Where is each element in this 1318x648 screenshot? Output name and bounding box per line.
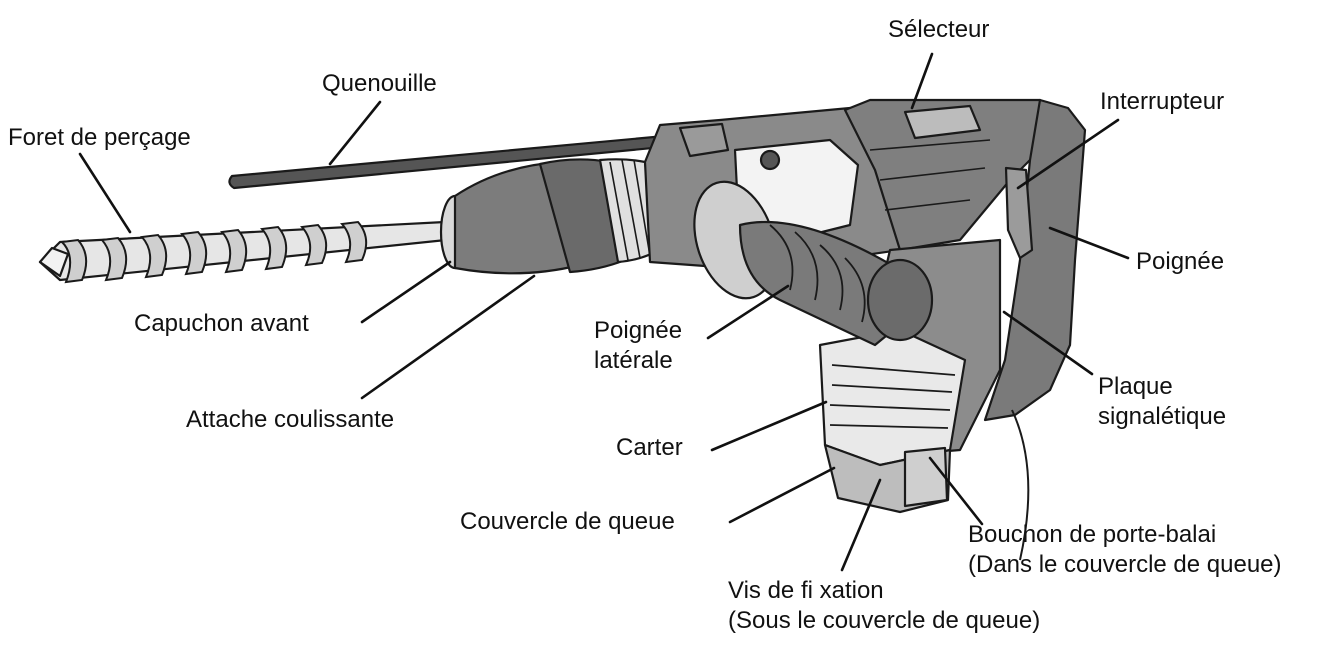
label-plaque-line2: signalétique [1098, 403, 1227, 430]
label-plaque-line1: Plaque [1098, 373, 1173, 400]
leader-bouchon [928, 456, 984, 526]
leader-lines [78, 52, 1130, 572]
label-carter: Carter [616, 434, 683, 461]
leader-attache [360, 274, 536, 400]
rear-handle [983, 98, 1087, 561]
label-foret: Foret de perçage [8, 124, 191, 151]
label-bouchon: Bouchon de porte-balai (Dans le couvercl… [968, 520, 1282, 580]
label-plaque: Plaque signalétique [1098, 372, 1226, 432]
label-vis-line1: Vis de fi xation [728, 577, 884, 604]
label-bouchon-line1: Bouchon de porte-balai [968, 521, 1217, 548]
label-poignee: Poignée [1136, 248, 1225, 275]
chuck [439, 158, 657, 275]
drill-bit [38, 220, 448, 284]
label-vis: Vis de fi xation (Sous le couvercle de q… [728, 576, 1040, 636]
leader-foret [78, 152, 132, 234]
leader-selecteur [910, 52, 934, 110]
leader-carter [710, 400, 828, 452]
label-poignee-laterale-line1: Poignée [594, 317, 683, 344]
label-interrupteur: Interrupteur [1100, 88, 1225, 115]
label-couvercle: Couvercle de queue [460, 508, 675, 535]
leader-poignee [1048, 226, 1130, 260]
label-vis-line2: (Sous le couvercle de queue) [728, 607, 1041, 634]
leader-couvercle [728, 466, 836, 524]
leader-plaque [1002, 310, 1094, 376]
label-bouchon-line2: (Dans le couvercle de queue) [968, 551, 1282, 578]
leader-poignee-laterale [706, 284, 790, 340]
leader-capuchon [360, 260, 452, 324]
label-selecteur: Sélecteur [888, 16, 990, 43]
label-quenouille: Quenouille [322, 70, 437, 97]
side-handle [693, 180, 934, 347]
leader-vis [840, 478, 882, 572]
label-poignee-laterale-line2: latérale [594, 347, 673, 374]
label-capuchon: Capuchon avant [134, 310, 309, 337]
label-attache: Attache coulissante [186, 406, 395, 433]
leader-interrupteur [1016, 118, 1120, 190]
leader-quenouille [328, 100, 382, 166]
label-poignee-laterale: Poignée latérale [594, 316, 682, 376]
